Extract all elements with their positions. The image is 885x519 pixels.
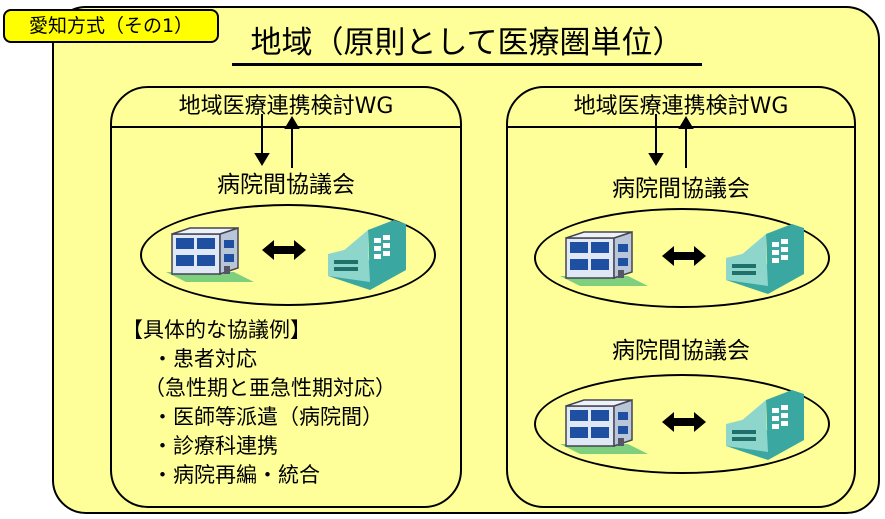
clinic-building-icon (166, 226, 254, 282)
wg-council-arrows (648, 114, 694, 168)
council-label: 病院間協議会 (612, 338, 750, 364)
method-tag: 愛知方式（その1） (3, 9, 219, 43)
wg-label: 地域医療連携検討WG (573, 94, 789, 119)
example-item: ・病院再編・統合 (152, 463, 320, 487)
double-arrow-icon (662, 412, 706, 432)
clinic-building-icon (560, 398, 648, 454)
hospital-icon (328, 220, 406, 290)
right-panel: 地域医療連携検討WG 病院間協議会 (506, 86, 856, 508)
hospital-icon (726, 224, 804, 294)
wg-council-arrows (254, 114, 300, 168)
clinic-building-icon (560, 230, 648, 286)
council-label: 病院間協議会 (612, 176, 750, 202)
example-item: ・患者対応 (152, 347, 257, 371)
consultation-examples: 【具体的な協議例】 ・患者対応 （急性期と亜急性期対応） ・医師等派遣（病院間）… (122, 316, 396, 490)
example-item: （急性期と亜急性期対応） (144, 376, 396, 400)
council-label: 病院間協議会 (217, 172, 355, 198)
wg-label: 地域医療連携検討WG (178, 94, 394, 119)
left-panel: 地域医療連携検討WG 病院間協議会 (110, 86, 462, 508)
region-title: 地域（原則として医療圏単位） (232, 20, 702, 66)
example-item: ・診療科連携 (152, 434, 278, 458)
examples-heading: 【具体的な協議例】 (122, 318, 311, 342)
double-arrow-icon (662, 246, 706, 266)
example-item: ・医師等派遣（病院間） (152, 405, 383, 429)
double-arrow-icon (262, 240, 306, 260)
hospital-icon (726, 390, 804, 460)
